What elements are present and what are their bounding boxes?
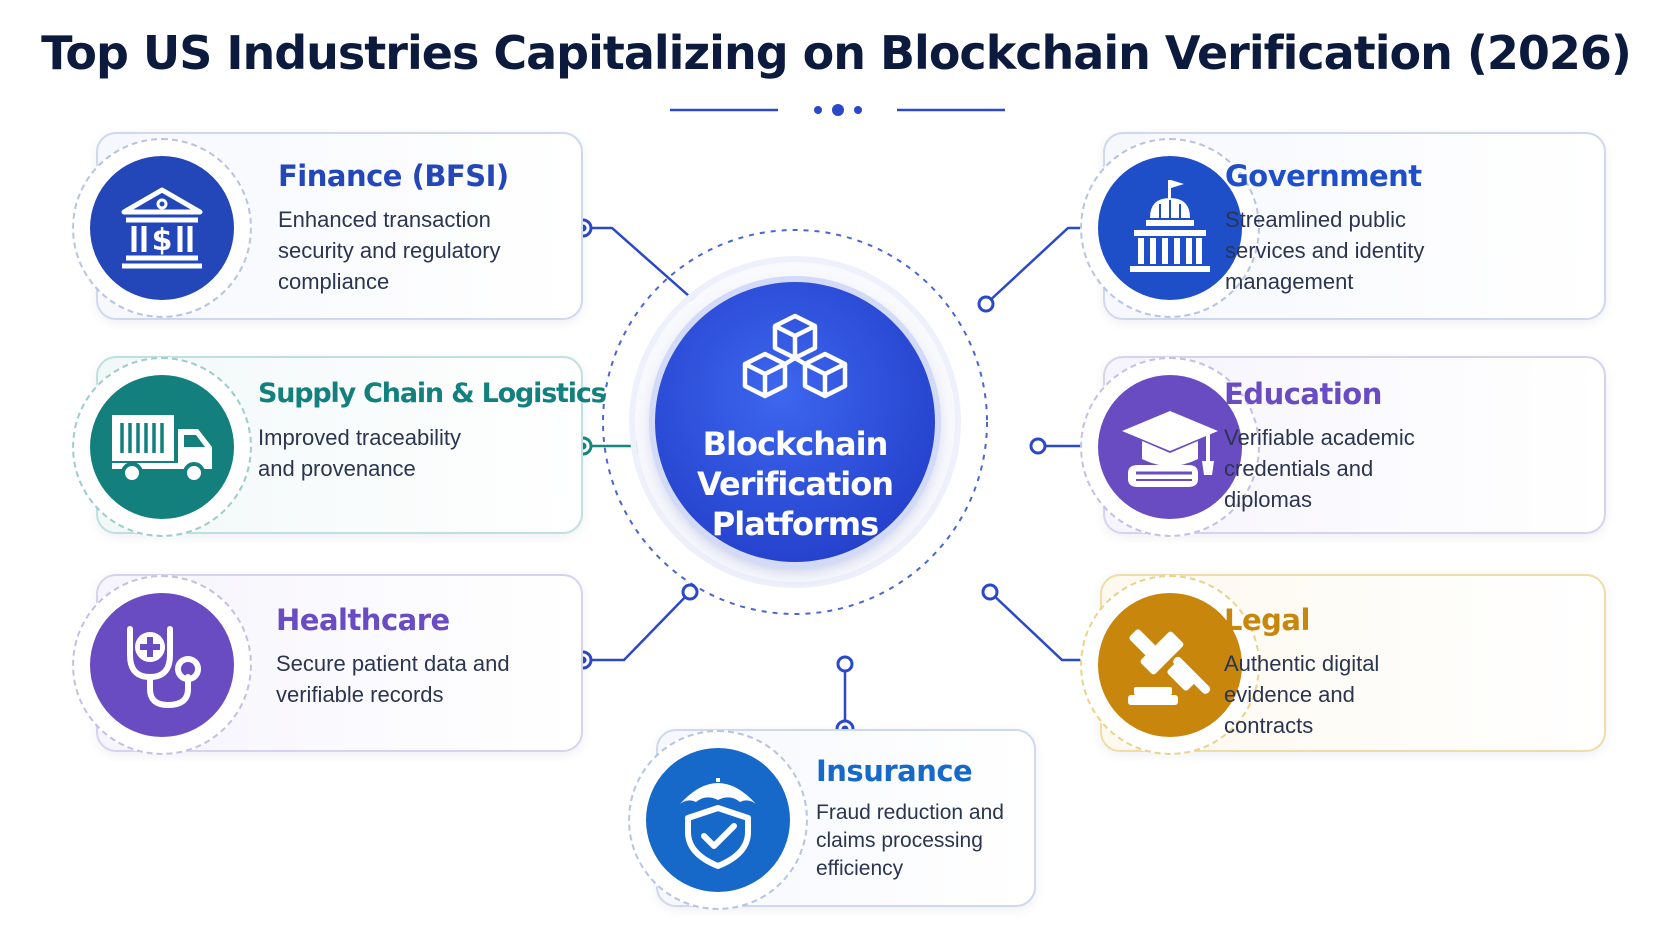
industry-card-supply-chain: Supply Chain & Logistics Improved tracea… — [72, 356, 607, 537]
card-title-finance: Finance (BFSI) — [278, 159, 509, 193]
card-description-supply-chain: Improved traceability and provenance — [258, 425, 461, 481]
graduation-cap-icon — [1122, 411, 1218, 487]
card-description-legal: Authentic digital evidence and contracts — [1224, 651, 1380, 738]
page-title: Top US Industries Capitalizing on Blockc… — [41, 26, 1632, 80]
hub-label-line-3: Platforms — [711, 505, 879, 543]
central-hub: Blockchain Verification Platforms — [635, 262, 955, 582]
card-description-government: Streamlined public services and identity… — [1225, 207, 1425, 294]
hub-core: Blockchain Verification Platforms — [655, 282, 935, 562]
industry-card-insurance: Insurance Fraud reduction and claims pro… — [628, 729, 1036, 910]
industry-card-healthcare: Healthcare Secure patient data and verif… — [72, 574, 583, 755]
card-title-government: Government — [1225, 159, 1422, 193]
gavel-icon — [1128, 629, 1211, 705]
hub-label: Blockchain Verification Platforms — [655, 424, 935, 544]
blockchain-cubes-icon — [742, 313, 848, 399]
card-title-education: Education — [1224, 377, 1382, 411]
stethoscope-icon — [127, 626, 201, 709]
industry-card-legal: Legal Authentic digital evidence and con… — [1080, 574, 1606, 755]
card-description-finance: Enhanced transaction security and regula… — [278, 207, 501, 294]
title-divider — [670, 104, 1005, 116]
industry-card-education: Education Verifiable academic credential… — [1080, 356, 1606, 537]
card-description-education: Verifiable academic credentials and dipl… — [1224, 425, 1415, 512]
card-title-insurance: Insurance — [816, 754, 973, 788]
card-description-insurance: Fraud reduction and claims processing ef… — [816, 801, 1004, 880]
card-description-healthcare: Secure patient data and verifiable recor… — [276, 651, 510, 707]
industry-card-government: Government Streamlined public services a… — [1080, 132, 1606, 320]
umbrella-shield-icon — [680, 778, 756, 869]
delivery-truck-icon — [112, 415, 212, 484]
hub-label-line-1: Blockchain — [702, 425, 889, 463]
industry-card-finance: $ Finance (BFSI) Enhanced transaction se… — [72, 132, 583, 320]
card-title-healthcare: Healthcare — [276, 603, 450, 637]
hub-label-line-2: Verification — [697, 465, 894, 503]
svg-text:$: $ — [152, 223, 173, 258]
capitol-building-icon — [1130, 180, 1210, 272]
card-title-supply-chain: Supply Chain & Logistics — [258, 378, 607, 409]
card-title-legal: Legal — [1224, 603, 1310, 637]
bank-dollar-icon: $ — [121, 187, 203, 269]
